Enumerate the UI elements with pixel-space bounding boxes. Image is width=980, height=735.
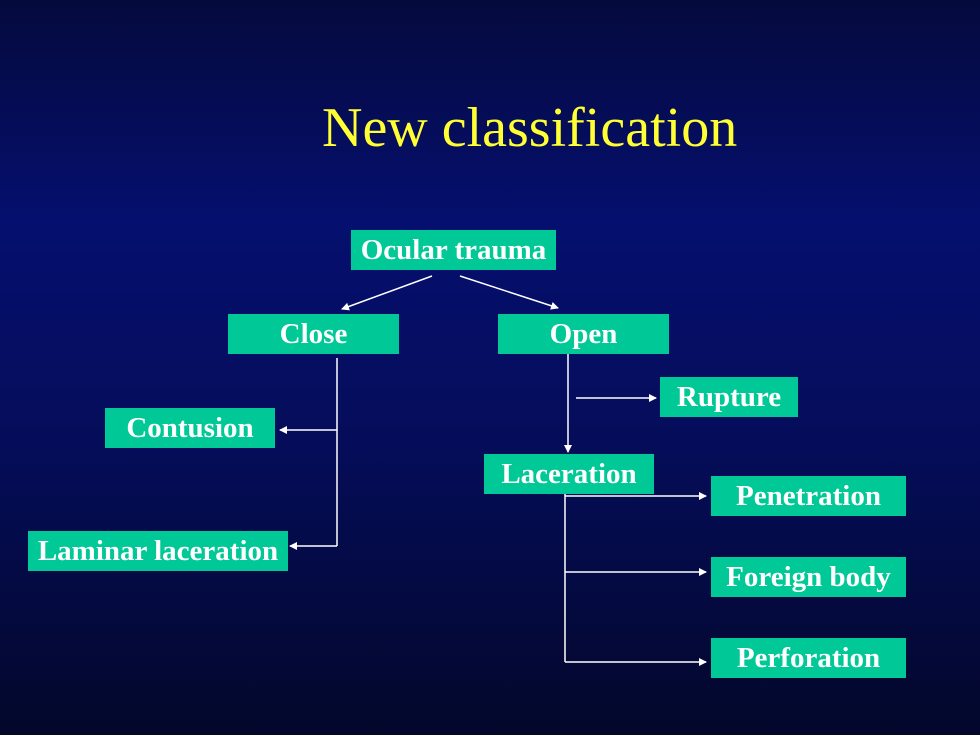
connector-root-open [459,275,559,310]
node-ocular-trauma: Ocular trauma [351,230,556,270]
node-perforation: Perforation [711,638,906,678]
node-contusion: Contusion [105,408,275,448]
node-rupture: Rupture [660,377,798,417]
node-laceration: Laceration [484,454,654,494]
slide-title: New classification [322,97,738,159]
node-laminar-laceration: Laminar laceration [28,531,288,571]
connector-root-close [341,275,433,311]
node-close: Close [228,314,399,354]
node-foreign-body: Foreign body [711,557,906,597]
node-penetration: Penetration [711,476,906,516]
node-open: Open [498,314,669,354]
